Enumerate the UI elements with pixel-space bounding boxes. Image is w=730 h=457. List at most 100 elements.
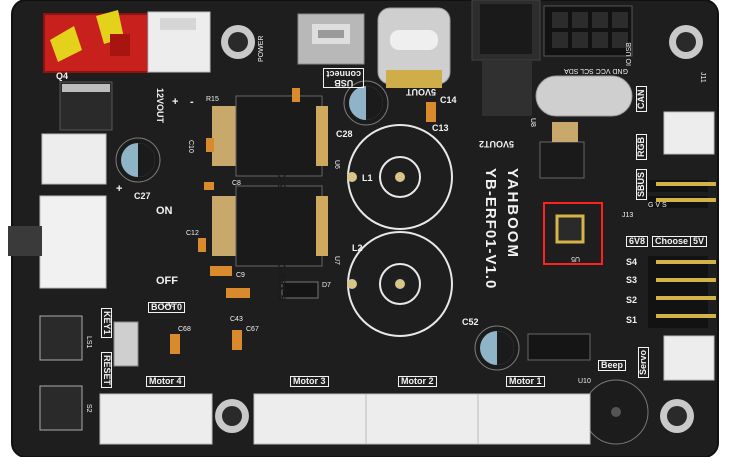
label-c27: C27 — [134, 191, 151, 201]
electrolytic-capacitor-c27 — [115, 137, 161, 183]
label-beep: Beep — [598, 360, 627, 371]
smd-capacitors — [170, 88, 436, 354]
label-brand: YAHBOOM — [504, 168, 521, 259]
label-reset: RESET — [101, 352, 112, 389]
label-u6-marking: TO-263-5 — [275, 164, 287, 211]
label-i2c-pins: GND VCC SCL SDA — [564, 67, 628, 74]
label-c28: C28 — [336, 129, 353, 139]
label-five-vout: 5VOUT — [405, 87, 436, 97]
motor2-connector — [365, 393, 479, 445]
label-c14: C14 — [440, 95, 457, 105]
boot0-switch — [113, 321, 139, 367]
label-u7: U7 — [333, 256, 340, 265]
regulator-u6 — [212, 95, 328, 177]
white-connector-top — [147, 11, 211, 73]
micro-usb-port — [297, 13, 365, 65]
label-five-v: 5V — [690, 236, 708, 247]
label-u6: U6 — [333, 160, 340, 169]
label-u8: U8 — [529, 118, 536, 127]
label-off: OFF — [156, 275, 178, 287]
label-motor1: Motor 1 — [506, 376, 545, 387]
label-c67: C67 — [246, 326, 259, 333]
label-u7-marking: TO-263-5 — [275, 254, 287, 301]
label-s1: S1 — [626, 315, 638, 325]
label-boot0: BOOT0 — [148, 302, 186, 313]
label-on: ON — [156, 205, 173, 217]
label-j11: J11 — [699, 72, 706, 83]
label-u10: U10 — [578, 378, 591, 385]
xt60-power-connector — [43, 10, 149, 73]
label-s2: S2 — [626, 295, 638, 305]
diode-d7 — [281, 281, 319, 299]
label-motor3: Motor 3 — [290, 376, 329, 387]
label-c13: C13 — [432, 123, 449, 133]
white-connector-left — [41, 133, 107, 185]
motor1-connector — [477, 393, 591, 445]
label-q4: Q4 — [56, 71, 69, 81]
label-ls1: LS1 — [85, 336, 92, 349]
label-six-v8: 6V8 — [626, 236, 649, 247]
dc-barrel-jack — [471, 0, 541, 116]
label-minus-top: - — [190, 96, 194, 108]
label-power: POWER — [258, 35, 265, 62]
mounting-hole-top-right — [669, 25, 703, 59]
usb-c-port — [377, 7, 451, 88]
inductor-l1 — [347, 124, 453, 230]
label-sbus: SBUS — [636, 168, 647, 200]
electrolytic-capacitor-c28 — [343, 80, 389, 126]
label-j13: J13 — [622, 212, 634, 219]
white-connector-servo — [663, 335, 715, 381]
motor3-connector — [253, 393, 367, 445]
mounting-hole-bottom-left — [215, 399, 249, 433]
tactile-button-reset — [39, 385, 83, 431]
highlight-box — [543, 202, 603, 265]
label-rgb: RGB — [636, 134, 647, 160]
label-c8: C8 — [232, 180, 241, 187]
label-io-usb: IO USB — [626, 42, 633, 66]
regulator-u7 — [212, 185, 328, 267]
label-can: CAN — [636, 86, 647, 112]
label-l1: L1 — [362, 173, 373, 183]
label-c10: C10 — [187, 140, 194, 153]
pin-header-top — [543, 5, 633, 57]
mounting-hole-top-left — [221, 25, 255, 59]
label-five-vout2: 5VOUT2 — [478, 139, 514, 149]
inductor-l2 — [347, 231, 453, 337]
label-usb-connect: USB connect — [323, 68, 364, 88]
label-u5: U5 — [571, 255, 580, 262]
pin-header-servo-outputs — [648, 256, 716, 328]
label-model: YB-ERF01-V1.0 — [482, 168, 499, 290]
electrolytic-capacitor-c52 — [474, 325, 520, 371]
label-s4: S4 — [626, 257, 638, 267]
label-c12: C12 — [186, 230, 199, 237]
label-motor2: Motor 2 — [398, 376, 437, 387]
mounting-hole-bottom-right — [660, 399, 694, 433]
mcu-chip-u5 — [555, 214, 585, 244]
label-r15: R15 — [206, 96, 219, 103]
label-s3: S3 — [626, 275, 638, 285]
label-gvs: G V S — [648, 202, 667, 209]
label-l2: L2 — [352, 243, 363, 253]
label-servo: Servo — [638, 346, 649, 378]
label-choose: Choose — [652, 236, 692, 247]
label-c9: C9 — [236, 272, 245, 279]
label-plus-left: + — [116, 183, 123, 195]
label-twelve-vout: 12VOUT — [155, 88, 165, 124]
power-slide-switch — [8, 195, 107, 289]
crystal-oscillator — [535, 75, 633, 117]
label-c43: C43 — [230, 316, 243, 323]
label-c68: C68 — [178, 326, 191, 333]
label-key1: KEY1 — [101, 308, 112, 338]
label-plus-top: + — [172, 96, 179, 108]
white-connector-can — [663, 111, 715, 155]
tactile-button-key1 — [39, 315, 83, 361]
label-d7: D7 — [322, 282, 331, 289]
label-motor4: Motor 4 — [146, 376, 185, 387]
motor4-connector — [99, 393, 213, 445]
regulator-u8 — [539, 122, 585, 179]
pin-header-sbus — [648, 180, 716, 208]
label-s2-key: S2 — [85, 404, 92, 413]
driver-chip-u10 — [527, 333, 591, 361]
label-c46: C46 — [162, 302, 175, 309]
